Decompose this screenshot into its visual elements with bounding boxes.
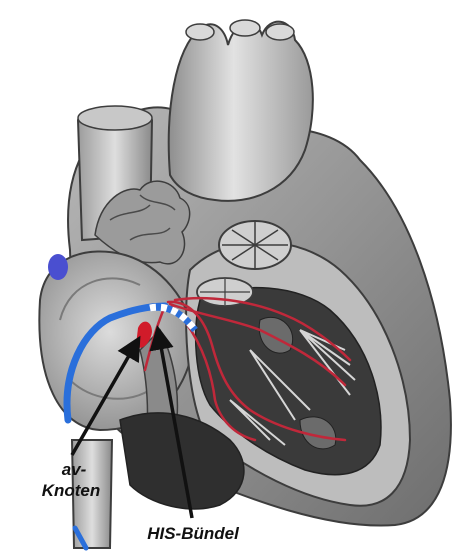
av-node-label-line1: av- xyxy=(44,460,104,479)
sinus-node-marker xyxy=(48,254,68,280)
his-bundle-label: HIS-Bündel xyxy=(128,524,258,543)
aorta-branch-1 xyxy=(186,24,214,40)
aorta xyxy=(169,22,313,201)
av-node-label-line2: Knoten xyxy=(30,481,112,500)
aorta-branch-3 xyxy=(266,24,294,40)
aortic-valve xyxy=(219,221,291,269)
vena-cava-opening xyxy=(78,106,152,130)
aorta-branch-2 xyxy=(230,20,260,36)
